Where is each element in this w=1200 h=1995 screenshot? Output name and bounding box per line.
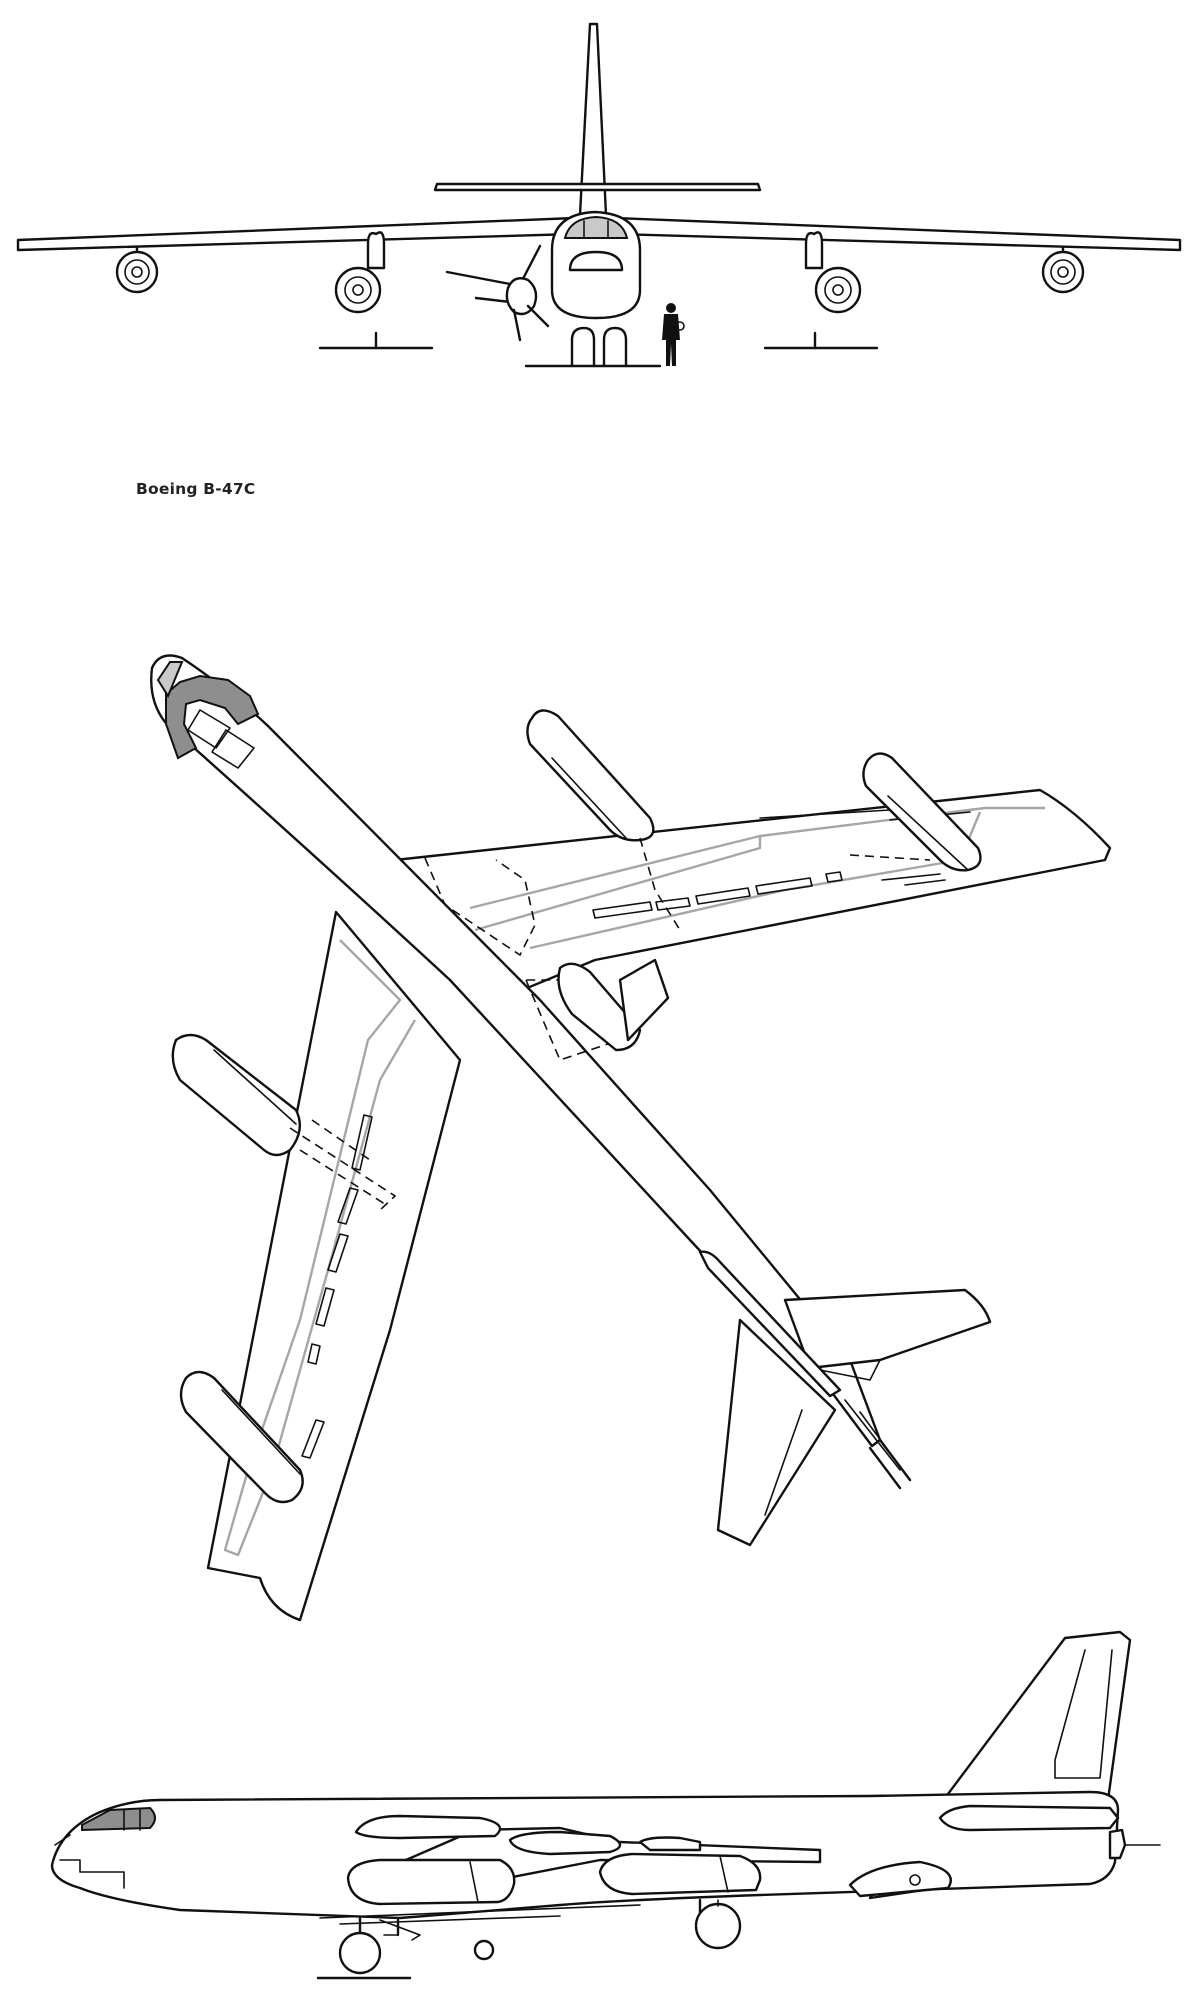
top-view — [150, 654, 1112, 1622]
top-drogue-pod — [557, 962, 642, 1052]
human-figure — [662, 303, 685, 366]
side-tail-pod — [938, 1804, 1120, 1832]
side-outboard-engine — [598, 1852, 762, 1896]
top-cockpit-glazing — [156, 661, 260, 769]
left-outboard-nacelle — [179, 1370, 304, 1504]
front-canopy — [563, 215, 629, 239]
side-view — [50, 1630, 1161, 1980]
front-drogue-unit — [445, 244, 550, 342]
front-view — [16, 22, 1182, 368]
side-landing-gear — [338, 1898, 742, 1975]
right-wing-panels — [592, 871, 843, 919]
front-main-gear — [570, 326, 628, 368]
front-inboard-engines — [334, 231, 862, 314]
front-nose-panel — [568, 250, 624, 272]
side-ventral-fairing — [848, 1860, 952, 1898]
top-left-wing — [206, 910, 462, 1622]
top-right-stabilizer — [783, 1288, 992, 1370]
right-inboard-nacelle — [526, 709, 655, 842]
side-inboard-engine — [346, 1858, 516, 1906]
left-inboard-nacelle — [171, 1033, 302, 1157]
top-left-stabilizer — [716, 1318, 837, 1547]
front-outboard-engines — [115, 246, 1085, 294]
horizontal-stabilizer — [433, 182, 762, 192]
side-cockpit-glazing — [54, 1806, 156, 1889]
aircraft-caption: Boeing B-47C — [136, 480, 256, 498]
ground-line — [318, 346, 879, 368]
